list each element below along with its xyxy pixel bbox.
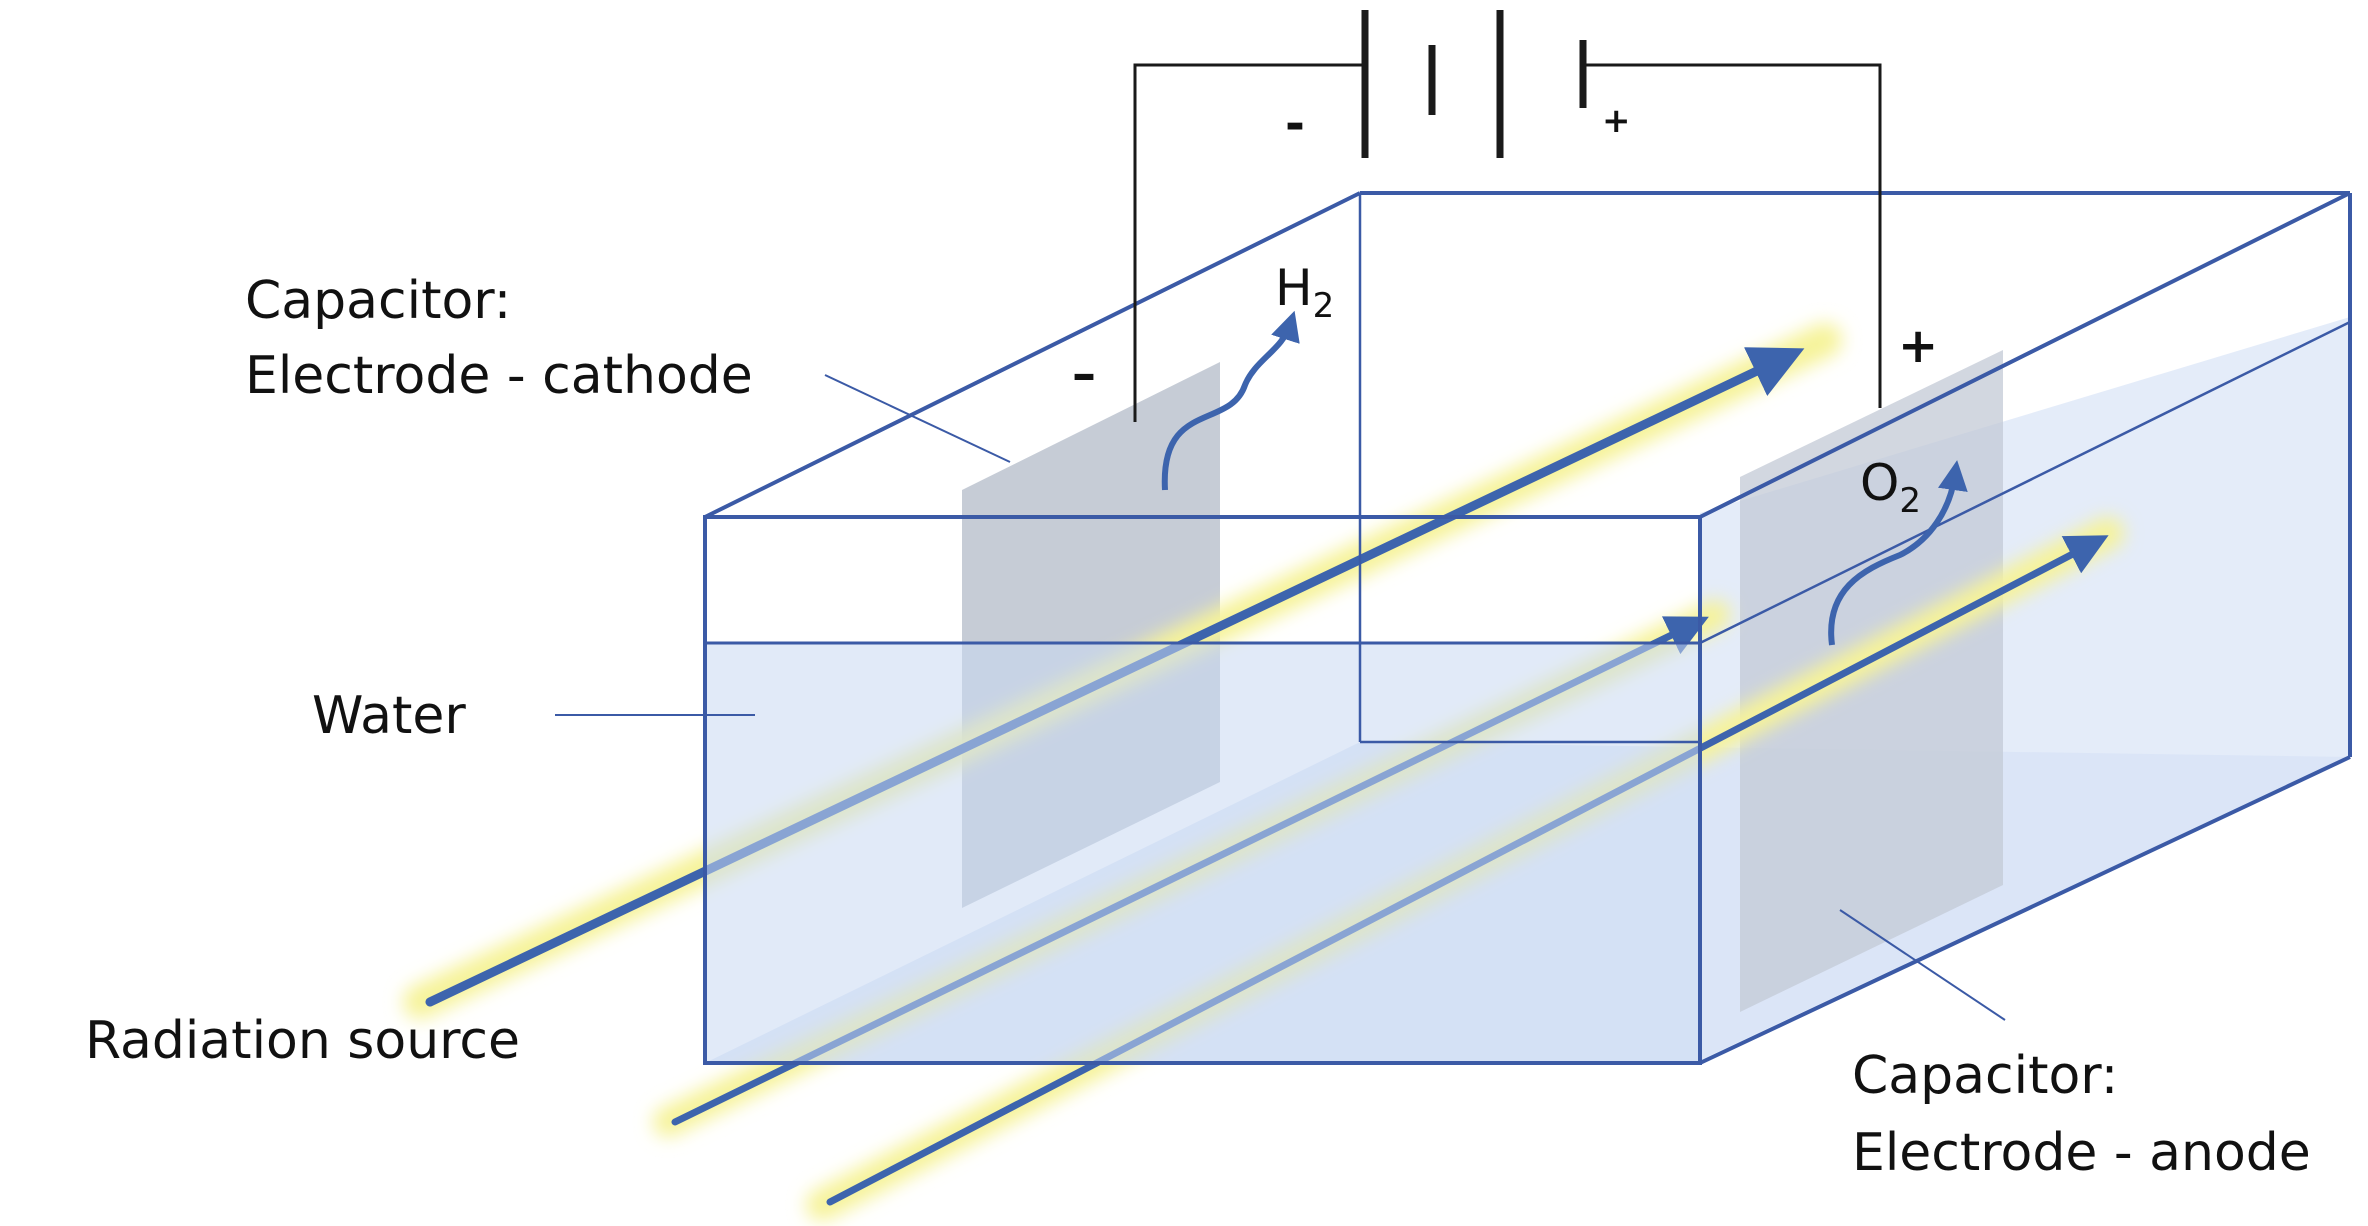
leader-lines bbox=[555, 374, 2006, 1021]
o2-symbol: O bbox=[1860, 454, 1899, 512]
o2-label: O2 bbox=[1860, 454, 1921, 521]
battery-circuit: - + bbox=[1133, 10, 1882, 422]
wire-anode bbox=[1585, 63, 1882, 408]
cathode-label-title: Capacitor: bbox=[245, 271, 511, 331]
anode-sign: + bbox=[1898, 318, 1938, 374]
water-label: Water bbox=[312, 686, 466, 746]
cathode-leader bbox=[824, 374, 1011, 463]
h2-subscript: 2 bbox=[1313, 286, 1335, 326]
radiation-source-label: Radiation source bbox=[85, 1011, 520, 1071]
o2-subscript: 2 bbox=[1899, 481, 1921, 521]
tank-outline bbox=[703, 191, 2352, 1065]
water-front-face bbox=[705, 643, 1700, 1063]
anode-label-title: Capacitor: bbox=[1852, 1046, 2118, 1106]
cathode-sign: – bbox=[1072, 346, 1096, 402]
o2-bubble-arrow bbox=[1828, 460, 1968, 646]
anode-electrode bbox=[1740, 350, 2003, 1012]
wire-cathode bbox=[1133, 63, 1365, 422]
cathode-label-name: Electrode - cathode bbox=[245, 346, 753, 406]
anode-leader bbox=[1839, 909, 2006, 1021]
h2-bubble-arrow bbox=[1161, 310, 1300, 491]
h2-label: H2 bbox=[1275, 259, 1334, 326]
battery-negative-sign: - bbox=[1285, 96, 1305, 152]
anode-label-name: Electrode - anode bbox=[1852, 1123, 2311, 1183]
h2-symbol: H bbox=[1275, 259, 1313, 317]
battery-positive-sign: + bbox=[1602, 101, 1631, 141]
